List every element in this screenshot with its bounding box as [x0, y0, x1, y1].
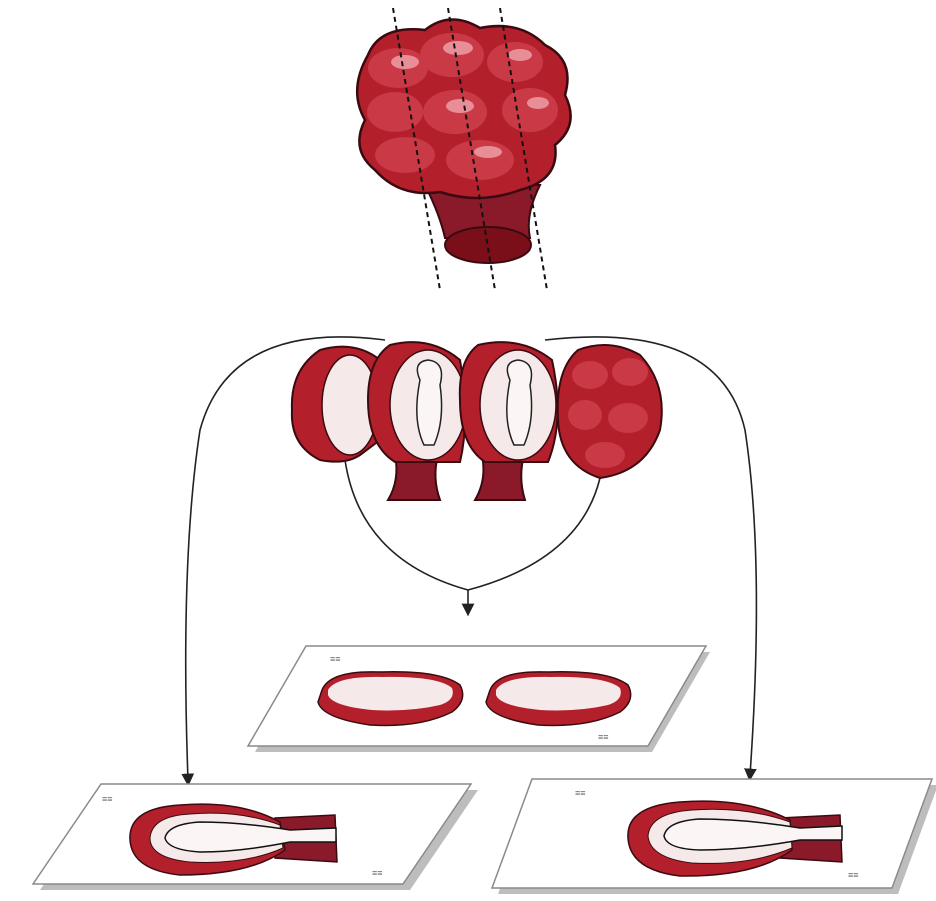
slide-label-mark: ≡≡ — [372, 868, 383, 878]
lobule-highlight — [508, 49, 532, 61]
slide-bottom-left: ≡≡ ≡≡ — [33, 784, 478, 890]
section-left-face — [328, 677, 453, 711]
lobule — [572, 361, 608, 389]
lumen-3 — [507, 360, 532, 445]
lobule — [608, 403, 648, 433]
lobule — [585, 442, 625, 468]
stalk-opening — [445, 227, 531, 263]
lumen-2 — [417, 360, 442, 445]
lobule — [375, 137, 435, 173]
section-right-face — [496, 677, 621, 711]
lobule — [420, 33, 484, 77]
slide-center: ≡≡ ≡≡ — [248, 646, 710, 752]
lobule-highlight — [391, 55, 419, 69]
lobule-highlight — [446, 99, 474, 113]
slide-bottom-right: ≡≡ ≡≡ — [492, 779, 936, 894]
slide-label-mark: ≡≡ — [575, 788, 586, 798]
slide-surface — [248, 646, 706, 746]
slide-label-mark: ≡≡ — [330, 654, 341, 664]
lobule-highlight — [443, 41, 473, 55]
lobule-highlight — [474, 146, 502, 158]
lobule — [502, 88, 558, 132]
lobule — [612, 358, 648, 386]
lobule — [446, 140, 514, 180]
slide-label-mark: ≡≡ — [848, 870, 859, 880]
slide-label-mark: ≡≡ — [102, 794, 113, 804]
lobule-highlight — [527, 97, 549, 109]
slide-label-mark: ≡≡ — [598, 732, 609, 742]
lobule — [487, 42, 543, 82]
lobule — [568, 400, 602, 430]
lobule — [367, 92, 423, 132]
whole-specimen — [357, 8, 570, 290]
